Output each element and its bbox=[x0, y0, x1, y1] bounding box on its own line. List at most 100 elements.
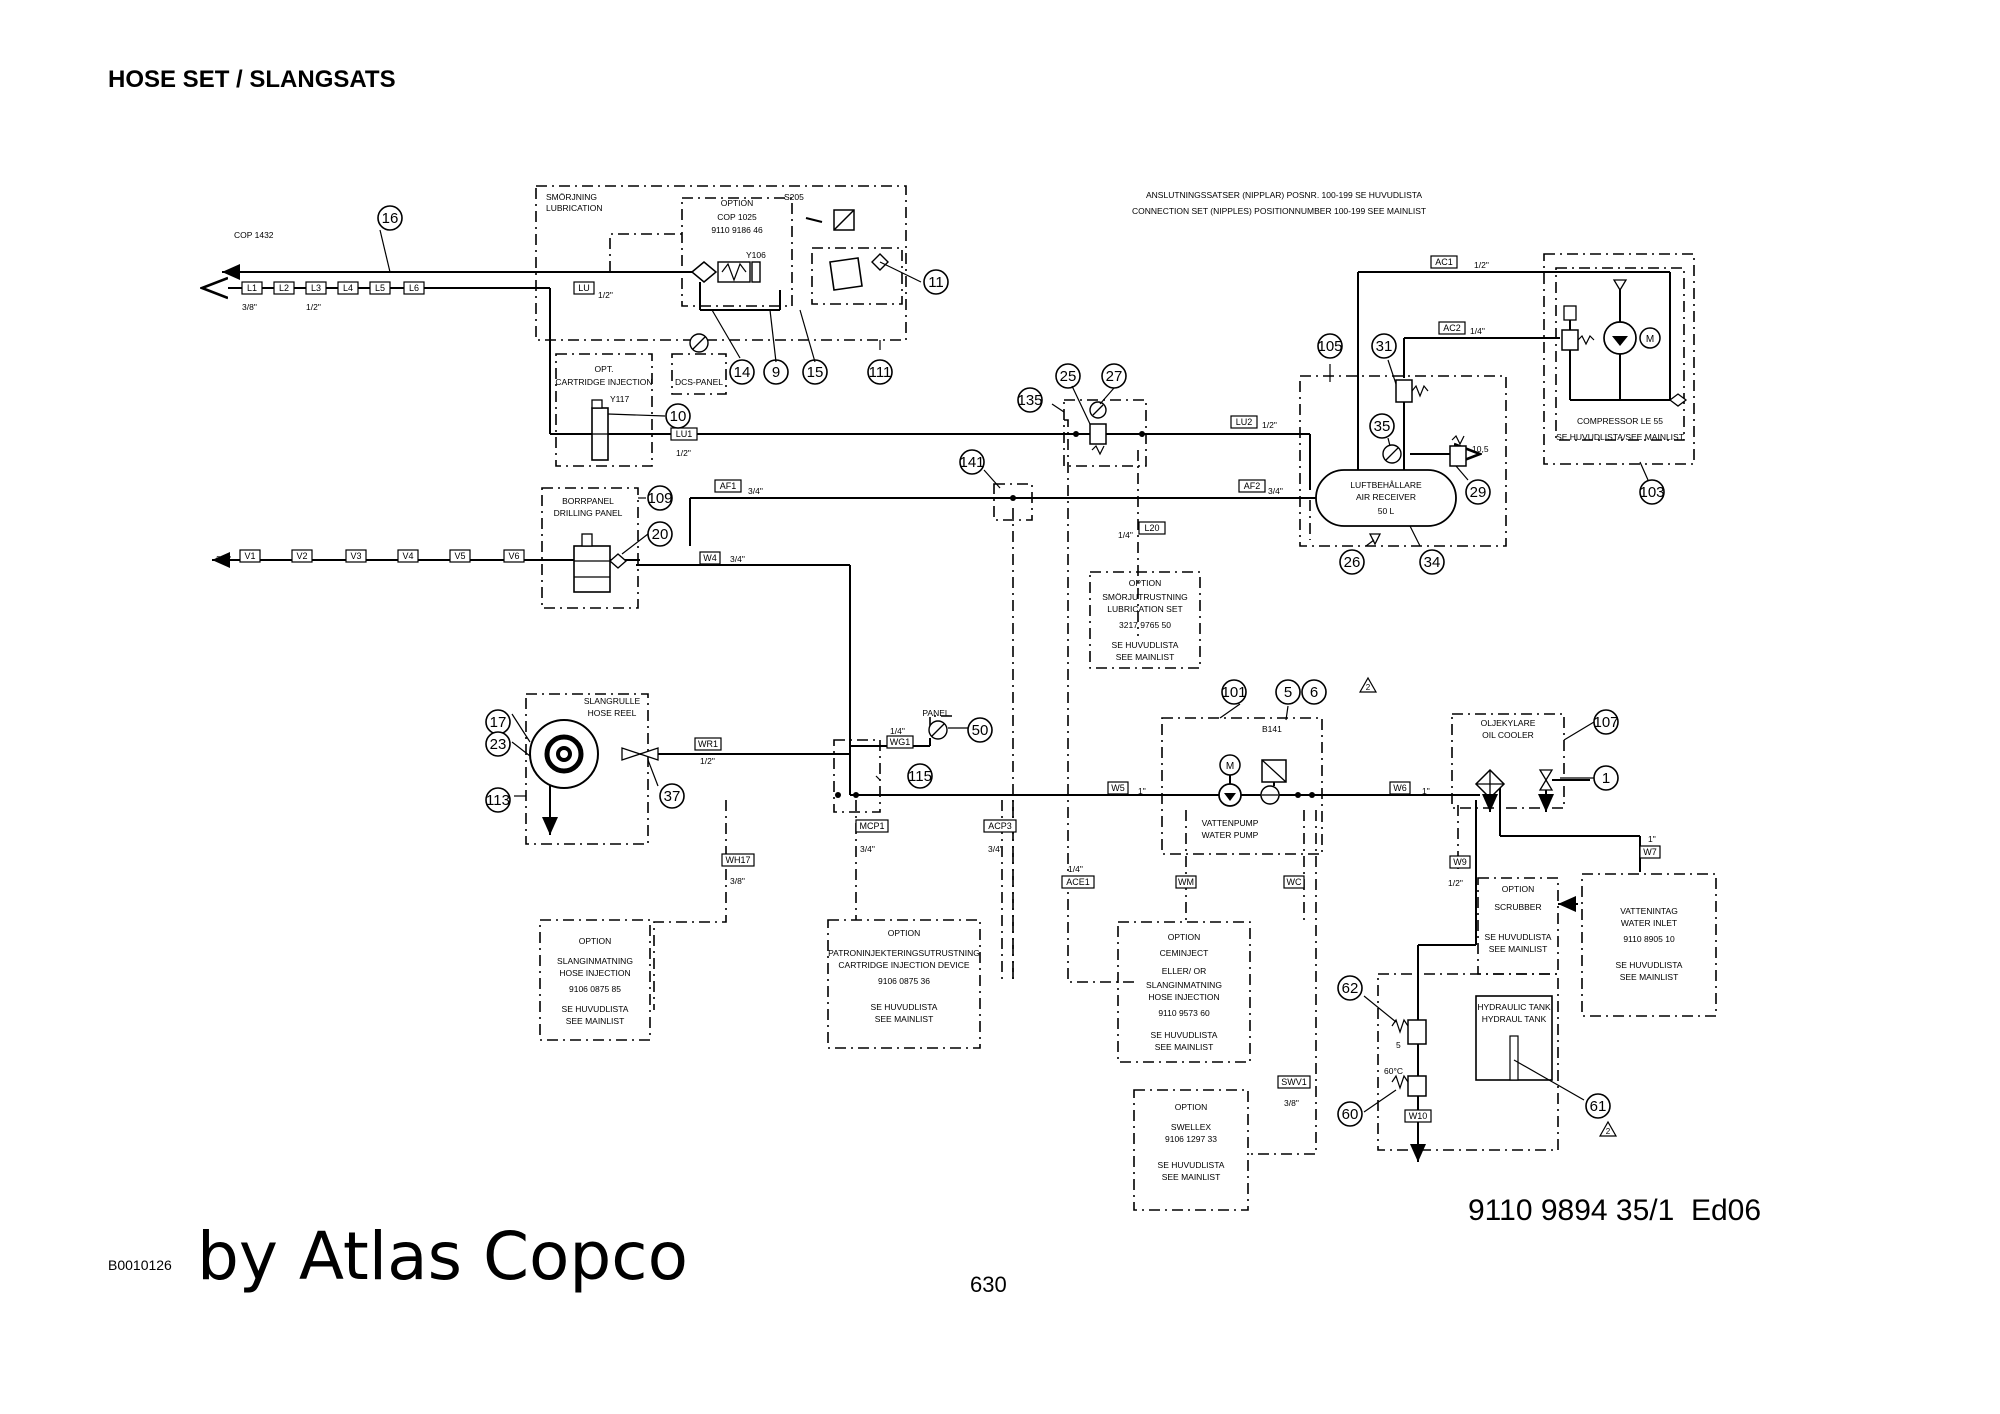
water-inlet-4: SE HUVUDLISTA bbox=[1616, 960, 1683, 970]
ceminject-2: CEMINJECT bbox=[1160, 948, 1209, 958]
receiver-2: AIR RECEIVER bbox=[1356, 492, 1416, 502]
tag-wc: WC bbox=[1283, 875, 1305, 889]
svg-text:M: M bbox=[1226, 761, 1234, 772]
balloon-111: 111 bbox=[867, 359, 893, 385]
size-swv1: 3/8" bbox=[1284, 1098, 1299, 1108]
hyd-tank-2: HYDRAUL TANK bbox=[1482, 1014, 1547, 1024]
tag-label: ACP3 bbox=[988, 821, 1012, 831]
drill-panel-1: BORRPANEL bbox=[562, 496, 614, 506]
water-pump-1: VATTENPUMP bbox=[1202, 818, 1259, 828]
size-acp3: 3/4" bbox=[988, 844, 1003, 854]
water-inlet-1: VATTENINTAG bbox=[1620, 906, 1678, 916]
balloon-number: 101 bbox=[1221, 684, 1246, 701]
balloon-141: 141 bbox=[959, 449, 985, 475]
balloon-number: 50 bbox=[972, 722, 989, 739]
tag-label: W9 bbox=[1453, 857, 1467, 867]
balloon-61: 61 bbox=[1585, 1093, 1611, 1119]
balloon-number: 10 bbox=[670, 408, 687, 425]
size-wh17: 3/8" bbox=[730, 876, 745, 886]
cart-dev-6: SEE MAINLIST bbox=[875, 1014, 934, 1024]
cart-dev-2: PATRONINJEKTERINGSUTRUSTNING bbox=[828, 948, 980, 958]
tag-v3: V3 bbox=[345, 549, 367, 563]
hose-inj-1: OPTION bbox=[579, 936, 612, 946]
hose-inj-2: SLANGINMATNING bbox=[557, 956, 633, 966]
tag-label: WH17 bbox=[725, 855, 750, 865]
balloon-number: 20 bbox=[652, 526, 669, 543]
water-inlet-3: 9110 8905 10 bbox=[1623, 934, 1675, 944]
water-inlet-5: SEE MAINLIST bbox=[1620, 972, 1679, 982]
balloon-26: 26 bbox=[1339, 549, 1365, 575]
panel-label: PANEL bbox=[922, 708, 950, 718]
tag-label: MCP1 bbox=[859, 821, 884, 831]
size-annotations: 3/8" 1/2" 1/2" 1/2" 1/2" 1/4" 3/4" 3/4" … bbox=[216, 260, 1656, 1108]
ceminject-5: HOSE INJECTION bbox=[1148, 992, 1219, 1002]
balloon-number: 61 bbox=[1590, 1098, 1607, 1115]
balloon-number: 62 bbox=[1342, 980, 1359, 997]
balloon-number: 1 bbox=[1602, 770, 1610, 787]
compressor-1: COMPRESSOR LE 55 bbox=[1577, 416, 1663, 426]
size-l1: 3/8" bbox=[242, 302, 257, 312]
drill-panel-2: DRILLING PANEL bbox=[554, 508, 623, 518]
size-lu2: 1/2" bbox=[1262, 420, 1277, 430]
tag-ac2: AC2 bbox=[1438, 321, 1466, 335]
scrubber-option: OPTION SCRUBBER SE HUVUDLISTA SEE MAINLI… bbox=[1477, 877, 1559, 975]
diagram-text: ANSLUTNINGSSATSER (NIPPLAR) POSNR. 100-1… bbox=[234, 190, 1717, 1211]
balloon-101: 101 bbox=[1221, 679, 1247, 705]
balloon-17: 17 bbox=[485, 709, 511, 735]
tag-lu1: LU1 bbox=[670, 427, 698, 441]
tag-label: V1 bbox=[244, 551, 255, 561]
tag-label: AF2 bbox=[1244, 481, 1261, 491]
balloon-number: 17 bbox=[490, 714, 507, 731]
opt-cart-1: OPT. bbox=[595, 364, 614, 374]
cart-dev-1: OPTION bbox=[888, 928, 921, 938]
hose-inj-3: HOSE INJECTION bbox=[559, 968, 630, 978]
tag-label: L5 bbox=[375, 283, 385, 293]
tag-wm: WM bbox=[1175, 875, 1197, 889]
hose-injection-option: OPTION SLANGINMATNING HOSE INJECTION 910… bbox=[539, 919, 651, 1041]
size-lu: 1/2" bbox=[598, 290, 613, 300]
ceminject-4: SLANGINMATNING bbox=[1146, 980, 1222, 990]
lub-box-label-2: LUBRICATION bbox=[546, 203, 603, 213]
s205-label: S205 bbox=[784, 192, 804, 202]
size-w4: 3/4" bbox=[730, 554, 745, 564]
balloon-number: 115 bbox=[908, 768, 932, 785]
tag-w4: W4 bbox=[699, 551, 721, 565]
cart-dev-4: 9106 0875 36 bbox=[878, 976, 930, 986]
tag-label: L20 bbox=[1144, 523, 1159, 533]
scrubber-3: SE HUVUDLISTA bbox=[1485, 932, 1552, 942]
balloon-6: 6 bbox=[1301, 679, 1327, 705]
hose-inj-6: SEE MAINLIST bbox=[566, 1016, 625, 1026]
tag-l6: L6 bbox=[403, 281, 425, 295]
tag-label: ACE1 bbox=[1066, 877, 1090, 887]
svg-text:M: M bbox=[1646, 334, 1654, 345]
tag-v2: V2 bbox=[291, 549, 313, 563]
opt-cop-1: OPTION bbox=[721, 198, 754, 208]
ceminject-option: OPTION CEMINJECT ELLER/ OR SLANGINMATNIN… bbox=[1117, 921, 1251, 1063]
lub-set-option: OPTION SMÖRJUTRUSTNING LUBRICATION SET 3… bbox=[1089, 571, 1201, 669]
balloon-number: 9 bbox=[772, 364, 780, 381]
document-number: 9110 9894 35/1 Ed06 bbox=[1468, 1194, 1762, 1227]
size-l20: 1/4" bbox=[1118, 530, 1133, 540]
ceminject-1: OPTION bbox=[1168, 932, 1201, 942]
balloon-27: 27 bbox=[1101, 363, 1127, 389]
swellex-option: OPTION SWELLEX 9106 1297 33 SE HUVUDLIST… bbox=[1133, 1089, 1249, 1211]
balloon-23: 23 bbox=[485, 731, 511, 757]
y117-label: Y117 bbox=[610, 394, 629, 404]
balloon-135: 135 bbox=[1017, 387, 1043, 413]
relief-setting: 10,5 bbox=[1472, 444, 1489, 454]
swellex-3: 9106 1297 33 bbox=[1165, 1134, 1217, 1144]
receiver-3: 50 L bbox=[1378, 506, 1395, 516]
size-w6: 1" bbox=[1422, 786, 1430, 796]
balloon-20: 20 bbox=[647, 521, 673, 547]
tag-label: L1 bbox=[247, 283, 257, 293]
balloon-number: 25 bbox=[1060, 368, 1077, 385]
lub-box-label-1: SMÖRJNING bbox=[546, 192, 597, 202]
opt-cop-2: COP 1025 bbox=[717, 212, 757, 222]
balloon-number: 27 bbox=[1106, 368, 1123, 385]
balloon-number: 37 bbox=[664, 788, 681, 805]
tag-ac1: AC1 bbox=[1430, 255, 1458, 269]
tag-label: L6 bbox=[409, 283, 419, 293]
balloon-35: 35 bbox=[1369, 413, 1395, 439]
tag-w6: W6 bbox=[1389, 781, 1411, 795]
